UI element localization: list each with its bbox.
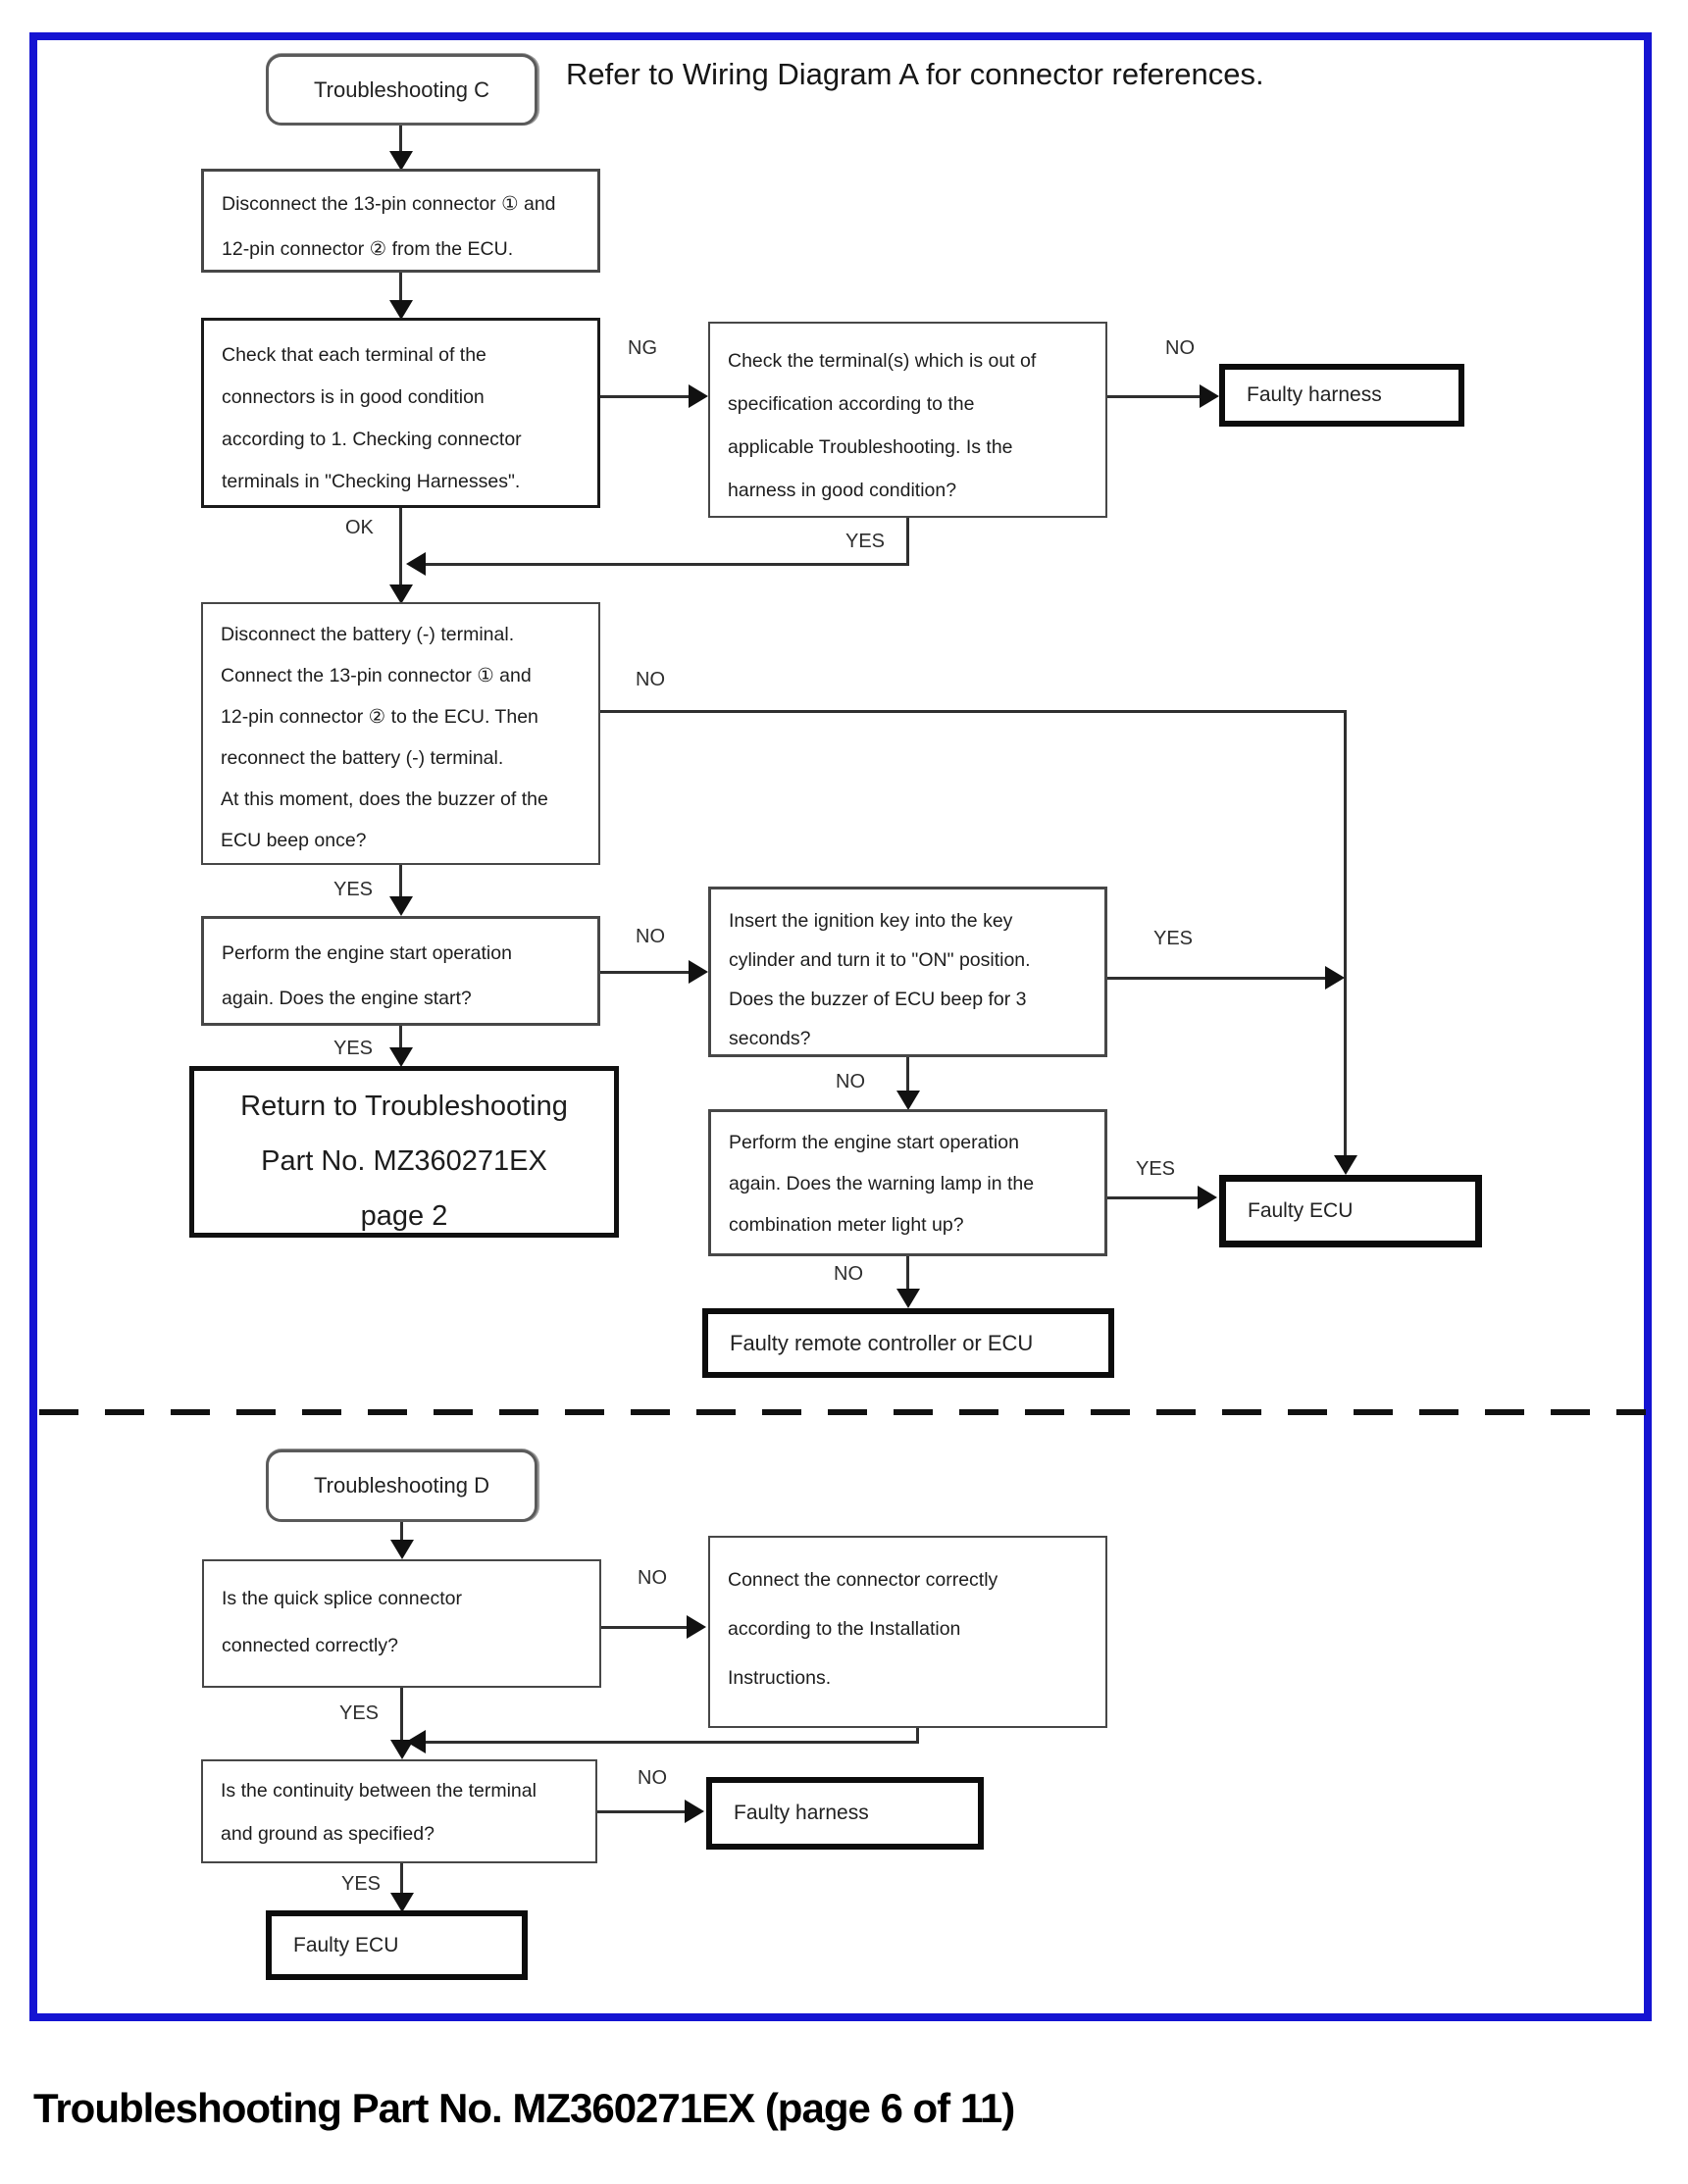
arrowhead-down	[389, 584, 413, 604]
connector-line	[597, 1810, 687, 1813]
connector-line	[906, 518, 909, 565]
connector-line	[399, 273, 402, 302]
connector-line	[426, 1741, 919, 1744]
edge-label-yes: YES	[1136, 1158, 1176, 1180]
connector-line	[916, 1728, 919, 1744]
flow-result-faulty-harness-c: Faulty harness	[1219, 364, 1464, 427]
connector-line	[906, 1057, 909, 1092]
arrowhead-down	[390, 1740, 414, 1759]
faulty-ecu-label: Faulty ECU	[293, 1933, 399, 1956]
flow-start-c-label: Troubleshooting C	[314, 76, 489, 102]
connector-line	[400, 1688, 403, 1742]
edge-label-ng: NG	[628, 337, 657, 359]
arrowhead-down	[390, 1893, 414, 1912]
arrowhead-right	[689, 384, 708, 408]
flow-step-continuity-terminal-ground: Is the continuity between the terminal a…	[201, 1759, 597, 1863]
faulty-harness-label: Faulty harness	[1247, 383, 1382, 406]
arrowhead-right	[685, 1800, 704, 1823]
edge-label-no: NO	[636, 669, 665, 690]
edge-label-no: NO	[834, 1263, 863, 1285]
connector-line	[1344, 710, 1347, 1157]
connector-line	[1107, 977, 1327, 980]
connector-line	[399, 126, 402, 159]
arrowhead-down	[389, 1047, 413, 1067]
flow-step-engine-start: Perform the engine start operation again…	[201, 916, 600, 1026]
flow-result-faulty-remote-or-ecu: Faulty remote controller or ECU	[702, 1308, 1114, 1378]
edge-label-yes: YES	[845, 531, 886, 552]
connector-line	[600, 395, 692, 398]
edge-label-no: NO	[636, 926, 665, 947]
connector-line	[1107, 1196, 1202, 1199]
wiring-diagram-note: Refer to Wiring Diagram A for connector …	[566, 57, 1264, 91]
edge-label-yes: YES	[333, 879, 374, 900]
flow-step-connect-connector-correctly: Connect the connector correctly accordin…	[708, 1536, 1107, 1728]
edge-label-yes: YES	[341, 1873, 382, 1895]
arrowhead-down	[389, 896, 413, 916]
connector-line	[399, 865, 402, 898]
arrowhead-right	[1198, 1186, 1217, 1209]
arrowhead-left	[406, 552, 426, 576]
faulty-harness-label: Faulty harness	[734, 1802, 869, 1824]
edge-label-no: NO	[1165, 337, 1195, 359]
connector-line	[906, 1256, 909, 1292]
connector-line	[600, 710, 1347, 713]
edge-label-no: NO	[836, 1071, 865, 1092]
arrowhead-down	[896, 1091, 920, 1110]
edge-label-no: NO	[638, 1767, 667, 1789]
page-footer-title: Troubleshooting Part No. MZ360271EX (pag…	[33, 2085, 1015, 2131]
connector-line	[399, 1026, 402, 1049]
arrowhead-right	[687, 1615, 706, 1639]
flow-step-ignition-key-buzzer: Insert the ignition key into the key cyl…	[708, 887, 1107, 1057]
edge-label-no: NO	[638, 1567, 667, 1589]
flow-start-d-label: Troubleshooting D	[314, 1473, 489, 1498]
arrowhead-down	[896, 1289, 920, 1308]
connector-line	[400, 1522, 403, 1542]
flow-step-check-terminals: Check that each terminal of the connecto…	[201, 318, 600, 508]
section-divider-dashed-line	[39, 1409, 1646, 1415]
edge-label-yes: YES	[333, 1038, 374, 1059]
flow-result-return-to-troubleshooting: Return to Troubleshooting Part No. MZ360…	[189, 1066, 619, 1238]
arrowhead-right	[1325, 966, 1345, 990]
connector-line	[1107, 395, 1203, 398]
flow-step-quick-splice-connector: Is the quick splice connector connected …	[202, 1559, 601, 1688]
faulty-remote-or-ecu-label: Faulty remote controller or ECU	[730, 1330, 1034, 1355]
arrowhead-right	[689, 960, 708, 984]
flow-result-faulty-ecu-c: Faulty ECU	[1219, 1175, 1482, 1247]
flow-result-faulty-ecu-d: Faulty ECU	[266, 1910, 528, 1980]
arrowhead-down	[389, 151, 413, 171]
flow-start-troubleshooting-c: Troubleshooting C	[266, 54, 537, 126]
flow-step-warning-lamp: Perform the engine start operation again…	[708, 1109, 1107, 1256]
arrowhead-down	[1334, 1155, 1357, 1175]
flow-step-disconnect-connectors: Disconnect the 13-pin connector ① and 12…	[201, 169, 600, 273]
connector-line	[426, 563, 909, 566]
arrowhead-down	[389, 300, 413, 320]
flow-start-troubleshooting-d: Troubleshooting D	[266, 1449, 537, 1522]
flow-result-faulty-harness-d: Faulty harness	[706, 1777, 984, 1850]
connector-line	[601, 1626, 691, 1629]
edge-label-ok: OK	[345, 517, 374, 538]
arrowhead-right	[1200, 384, 1219, 408]
faulty-ecu-label: Faulty ECU	[1248, 1199, 1354, 1222]
flow-step-check-out-of-spec: Check the terminal(s) which is out of sp…	[708, 322, 1107, 518]
edge-label-yes: YES	[1153, 928, 1194, 949]
flow-step-reconnect-battery-buzzer: Disconnect the battery (-) terminal. Con…	[201, 602, 600, 865]
connector-line	[399, 508, 402, 586]
connector-line	[600, 971, 692, 974]
edge-label-yes: YES	[339, 1702, 380, 1724]
arrowhead-down	[390, 1540, 414, 1559]
connector-line	[400, 1863, 403, 1895]
